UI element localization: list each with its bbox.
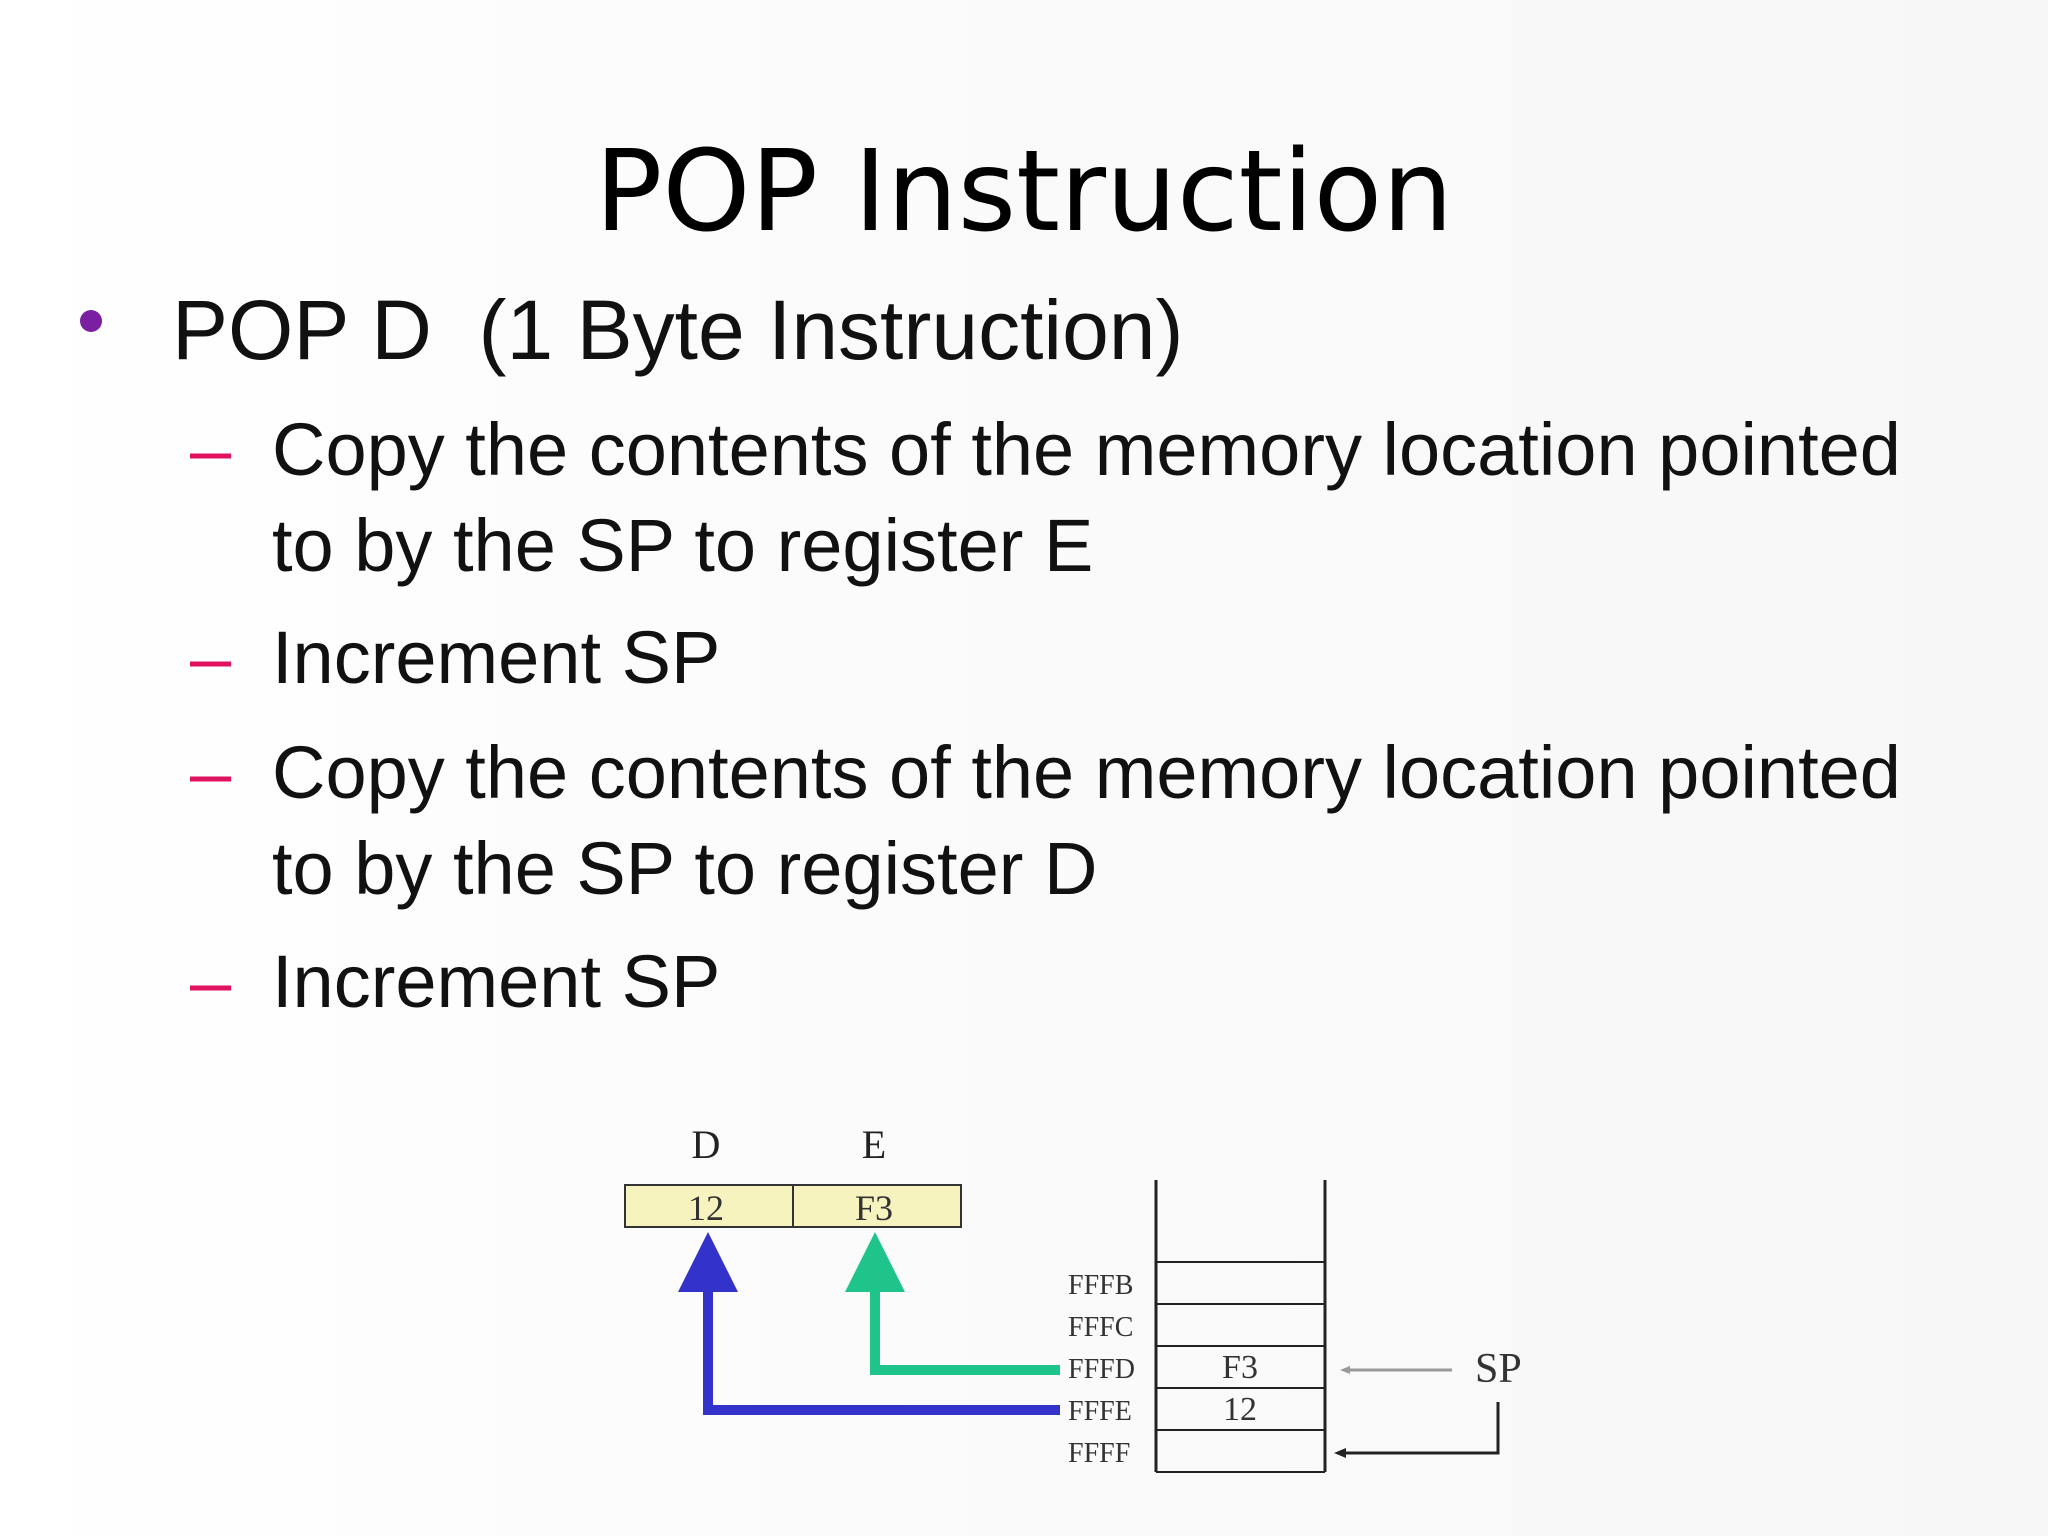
- arrow-to-register-d: [678, 1232, 1060, 1415]
- memory-address: FFFC: [1068, 1312, 1133, 1343]
- memory-value: F3: [1222, 1349, 1258, 1386]
- memory-address: FFFD: [1068, 1354, 1135, 1385]
- memory-value: 12: [1223, 1391, 1257, 1428]
- sp-increment-arrow: [1334, 1402, 1500, 1458]
- register-e-value: F3: [855, 1188, 893, 1228]
- dash-icon: –: [190, 616, 232, 699]
- sub-item-text: Increment SP: [272, 616, 721, 699]
- arrow-to-register-e: [845, 1232, 1060, 1375]
- slide-title: POP Instruction: [594, 127, 1454, 257]
- sub-item-text: Increment SP: [272, 940, 721, 1023]
- register-e-box: [792, 1184, 962, 1228]
- dash-icon: –: [190, 940, 232, 1023]
- register-d-value: 12: [688, 1188, 724, 1228]
- sp-label: SP: [1475, 1346, 1522, 1392]
- sub-item-text: Copy the contents of the memory location…: [272, 731, 1901, 910]
- dash-icon: –: [190, 731, 232, 814]
- bullet-dot-icon: [80, 310, 102, 332]
- register-e-label: E: [862, 1122, 886, 1167]
- dash-icon: –: [190, 408, 232, 491]
- memory-address: FFFE: [1068, 1396, 1132, 1427]
- memory-address: FFFF: [1068, 1438, 1130, 1469]
- bullet-text: POP D (1 Byte Instruction): [172, 283, 1184, 377]
- register-d-label: D: [692, 1122, 721, 1167]
- memory-address: FFFB: [1068, 1270, 1133, 1301]
- register-d-box: [624, 1184, 794, 1228]
- sub-item-text: Copy the contents of the memory location…: [272, 408, 1901, 587]
